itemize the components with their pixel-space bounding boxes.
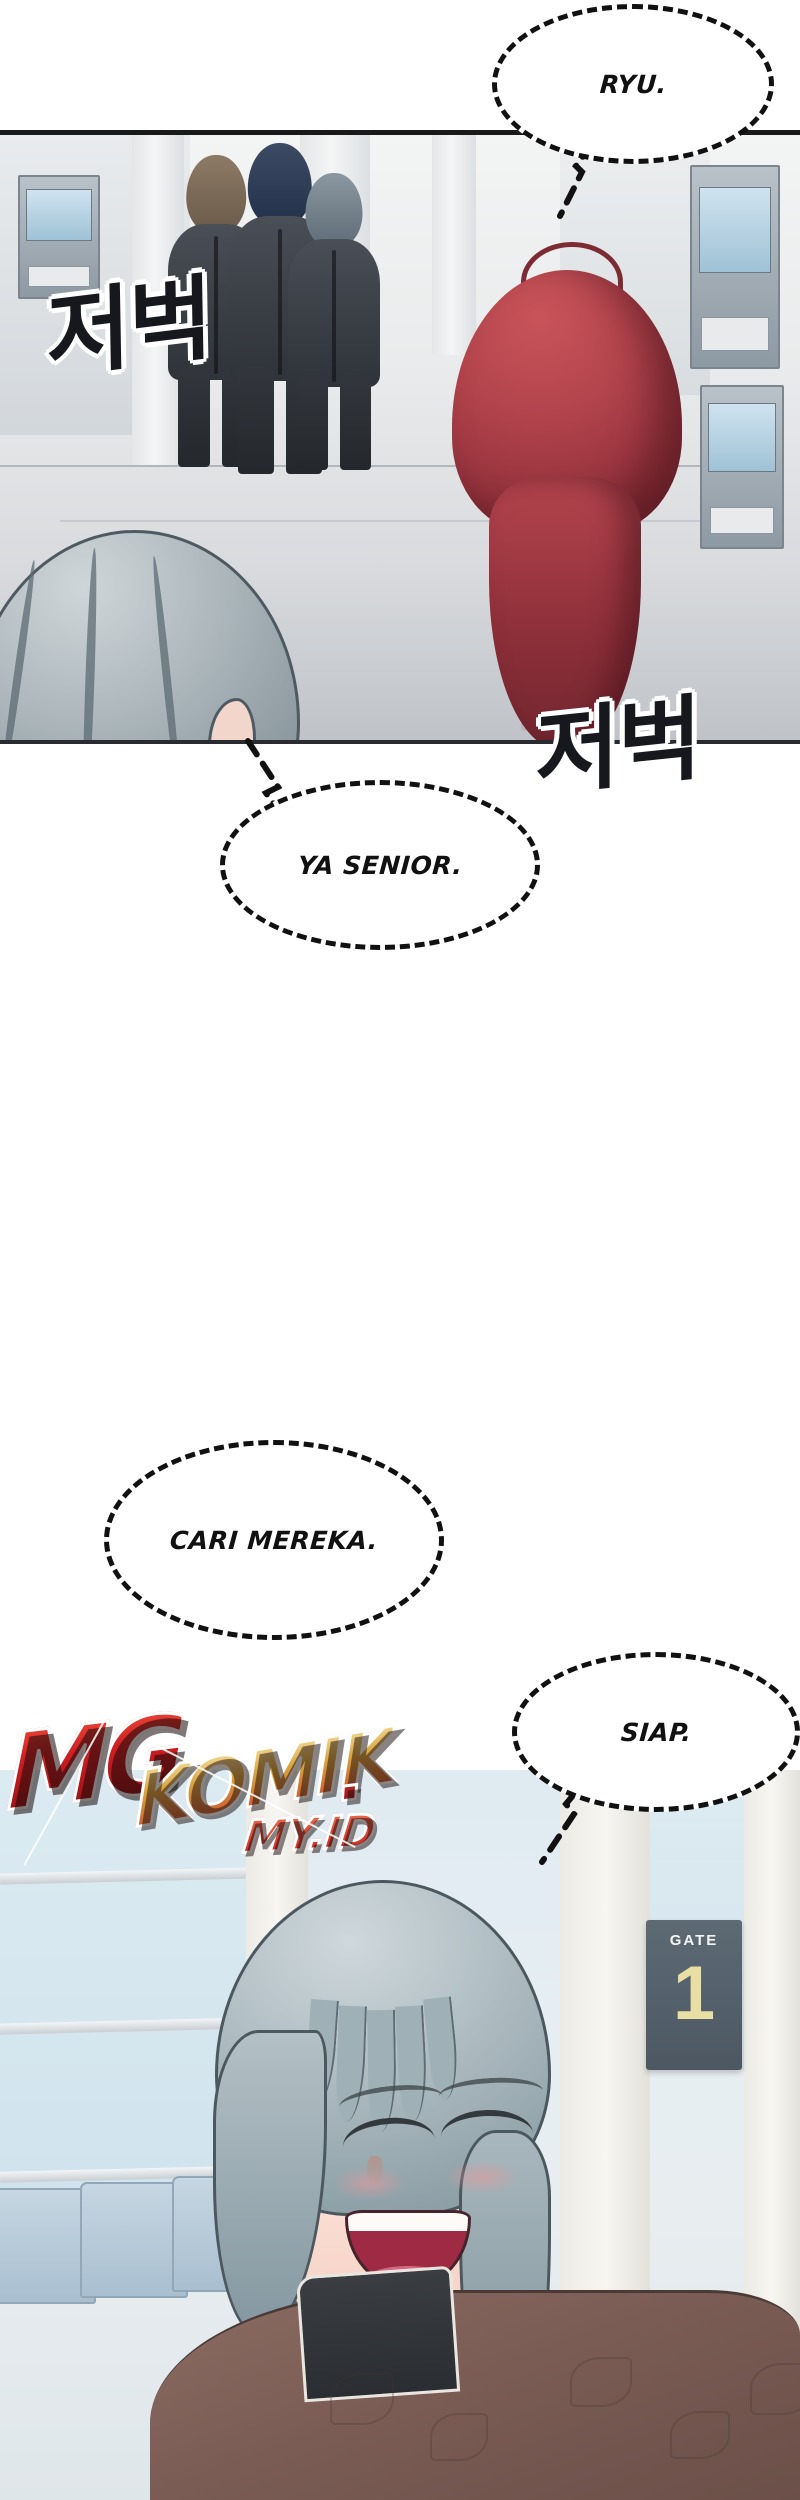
speech-bubble-siap[interactable]: SIAP. [512,1652,800,1812]
speech-text-ya-senior: YA SENIOR. [296,850,464,880]
gate-sign-number: 1 [672,1951,716,2036]
robe-motif [430,2413,488,2461]
suit-seam [277,228,283,376]
kiosk-screen [26,189,92,242]
suit-seam [214,236,218,374]
teeth [348,2213,468,2231]
blush-right [445,2160,519,2194]
robe-motif [330,2373,394,2425]
hair-dark-blue [247,143,313,226]
floor-line-2 [60,520,700,522]
background-pillar-right [432,135,476,355]
kiosk-label [27,266,91,288]
hair-grey [305,173,363,248]
background-kiosk-right [690,165,780,369]
kiosk-label [700,317,770,351]
speech-text-siap: SIAP. [619,1717,693,1747]
traditional-robe [150,2265,800,2500]
leg-left [297,373,329,471]
nose [367,2156,383,2186]
character-suited-man-3 [288,173,380,471]
comic-panel-1: 저벅 [0,130,800,744]
robe-motif [750,2363,800,2415]
leg-right [339,373,371,471]
ponytail [488,476,641,740]
suit-seam [332,250,336,382]
sound-effect-footsteps-top: 저벅 [45,263,212,392]
kiosk-label [710,506,774,535]
waiting-seat [80,2182,188,2298]
hair-brown [186,155,246,233]
kiosk-screen [708,403,776,473]
speech-text-cari-mereka: CARI MEREKA. [169,1525,379,1555]
comic-panel-2: GATE 1 [0,1770,800,2500]
gate-sign: GATE 1 [646,1920,742,2070]
character-suited-man-1 [168,155,264,467]
robe-motif [670,2411,730,2459]
background-kiosk-far-right [700,385,784,549]
hair-back [0,530,300,740]
kiosk-screen [698,187,772,273]
speech-tail-siap [520,1769,630,1880]
character-red-haired-ponytail [452,241,682,740]
background-kiosk-left [18,175,100,299]
speech-bubble-ryu[interactable]: RYU. [492,4,774,164]
leg-left [177,365,211,467]
leg-left [238,365,274,474]
speech-text-ryu: RYU. [598,69,668,99]
sound-effect-footsteps-bottom: 저벅 [535,684,700,809]
robe-motif [570,2357,632,2407]
speech-bubble-cari-mereka[interactable]: CARI MEREKA. [104,1440,444,1640]
speech-bubble-ya-senior[interactable]: YA SENIOR. [220,780,540,950]
wall-column-right [560,1770,650,2290]
character-silver-haired-back [0,530,300,740]
wall-column-far-right [744,1770,800,2330]
gate-sign-label: GATE [669,1932,719,1949]
